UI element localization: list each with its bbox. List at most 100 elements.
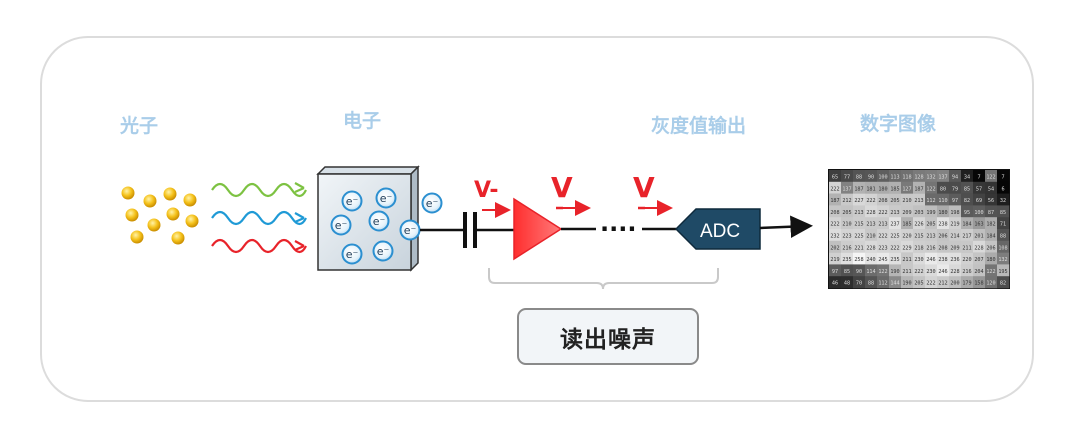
pixel-cell bbox=[937, 181, 950, 194]
pixel-cell bbox=[997, 181, 1010, 194]
pixel-cell bbox=[937, 240, 950, 253]
pixel-value: 207 bbox=[974, 257, 983, 263]
pixel-value: 237 bbox=[890, 222, 899, 228]
pixel-value: 120 bbox=[986, 281, 995, 287]
pixel-value: 34 bbox=[964, 175, 970, 181]
svg-text:e⁻: e⁻ bbox=[346, 248, 359, 261]
pixel-cell bbox=[853, 276, 866, 289]
pixel-value: 222 bbox=[830, 186, 839, 192]
pixel-cell bbox=[841, 264, 854, 277]
pixel-value: 235 bbox=[890, 257, 899, 263]
pixel-cell bbox=[829, 252, 842, 265]
pixel-cell bbox=[877, 217, 890, 230]
pixel-cell bbox=[961, 181, 974, 194]
pixel-cell bbox=[889, 181, 902, 194]
pixel-value: 114 bbox=[866, 269, 875, 275]
svg-text:e⁻: e⁻ bbox=[335, 219, 348, 232]
pixel-value: 79 bbox=[952, 186, 958, 192]
pixel-cell bbox=[853, 170, 866, 183]
pixel-value: 184 bbox=[986, 234, 995, 240]
pixel-value: 187 bbox=[854, 186, 863, 192]
pixel-value: 236 bbox=[950, 257, 959, 263]
pixel-value: 85 bbox=[1000, 210, 1006, 216]
photon-icon bbox=[147, 218, 161, 232]
pixel-cell bbox=[829, 217, 842, 230]
pixel-value: 127 bbox=[902, 186, 911, 192]
pixel-value: 228 bbox=[866, 210, 875, 216]
pixel-value: 122 bbox=[926, 186, 935, 192]
pixel-cell bbox=[829, 193, 842, 206]
pixel-value: 80 bbox=[940, 186, 946, 192]
pixel-cell bbox=[949, 193, 962, 206]
pixel-value: 122 bbox=[986, 269, 995, 275]
electron-icon: e⁻ bbox=[368, 210, 390, 232]
amplifier-icon bbox=[513, 197, 563, 261]
light-waves bbox=[211, 182, 307, 254]
pixel-value: 222 bbox=[830, 222, 839, 228]
pixel-cell bbox=[865, 229, 878, 242]
pixel-cell bbox=[889, 252, 902, 265]
pixel-value: 198 bbox=[950, 210, 959, 216]
pixel-value: 77 bbox=[844, 175, 850, 181]
pixel-cell bbox=[961, 240, 974, 253]
blue-wave-icon bbox=[211, 210, 307, 226]
pixel-cell bbox=[949, 276, 962, 289]
pixel-cell bbox=[997, 193, 1010, 206]
pixel-cell bbox=[877, 205, 890, 218]
pixel-value: 230 bbox=[926, 269, 935, 275]
pixel-value: 88 bbox=[868, 281, 874, 287]
pixel-value: 222 bbox=[878, 210, 887, 216]
pixel-cell bbox=[877, 276, 890, 289]
pixel-value: 94 bbox=[952, 175, 958, 181]
pixel-value: 213 bbox=[890, 210, 899, 216]
pixel-cell bbox=[973, 181, 986, 194]
pixel-cell bbox=[937, 205, 950, 218]
pixel-value: 69 bbox=[976, 198, 982, 204]
pixel-cell bbox=[913, 264, 926, 277]
electron-icon: e⁻ bbox=[375, 187, 397, 209]
pixel-cell bbox=[829, 240, 842, 253]
pixel-value: 238 bbox=[938, 222, 947, 228]
svg-text:e⁻: e⁻ bbox=[426, 197, 439, 210]
pixel-value: 205 bbox=[842, 210, 851, 216]
pixel-cell bbox=[973, 252, 986, 265]
pixel-cell bbox=[949, 217, 962, 230]
pixel-value: 246 bbox=[926, 257, 935, 263]
electron-icon: e⁻ bbox=[330, 214, 352, 236]
pixel-cell bbox=[925, 229, 938, 242]
pixel-cell bbox=[913, 240, 926, 253]
pixel-cell bbox=[877, 240, 890, 253]
pixel-value: 122 bbox=[878, 269, 887, 275]
pixel-cell bbox=[865, 240, 878, 253]
v1-label: V bbox=[551, 171, 573, 204]
pixel-value: 158 bbox=[974, 281, 983, 287]
pixel-cell bbox=[913, 217, 926, 230]
pixel-cell bbox=[877, 252, 890, 265]
pixel-value: 202 bbox=[830, 245, 839, 251]
bracket bbox=[488, 268, 719, 290]
pixel-cell bbox=[841, 181, 854, 194]
pixel-value: 112 bbox=[926, 198, 935, 204]
photon-icon bbox=[183, 193, 197, 207]
pixel-value: 210 bbox=[866, 234, 875, 240]
pixel-value: 225 bbox=[890, 234, 899, 240]
pixel-cell bbox=[949, 229, 962, 242]
green-wave-icon bbox=[211, 182, 307, 198]
pixel-cell bbox=[997, 264, 1010, 277]
readout-noise-box: 读出噪声 bbox=[517, 308, 699, 365]
pixel-value: 82 bbox=[964, 198, 970, 204]
pixel-value: 97 bbox=[832, 269, 838, 275]
pixel-cell bbox=[841, 217, 854, 230]
pixel-value: 122 bbox=[986, 175, 995, 181]
electron-icon: e⁻ bbox=[341, 190, 363, 212]
pixel-value: 108 bbox=[998, 245, 1007, 251]
pixel-cell bbox=[841, 193, 854, 206]
photons-label: 光子 bbox=[119, 114, 158, 137]
red-wave-icon bbox=[211, 238, 307, 254]
pixel-cell bbox=[841, 205, 854, 218]
pixel-value: 181 bbox=[866, 186, 875, 192]
pixel-cell bbox=[925, 170, 938, 183]
pixel-value: 163 bbox=[974, 222, 983, 228]
pixel-value: 137 bbox=[938, 175, 947, 181]
